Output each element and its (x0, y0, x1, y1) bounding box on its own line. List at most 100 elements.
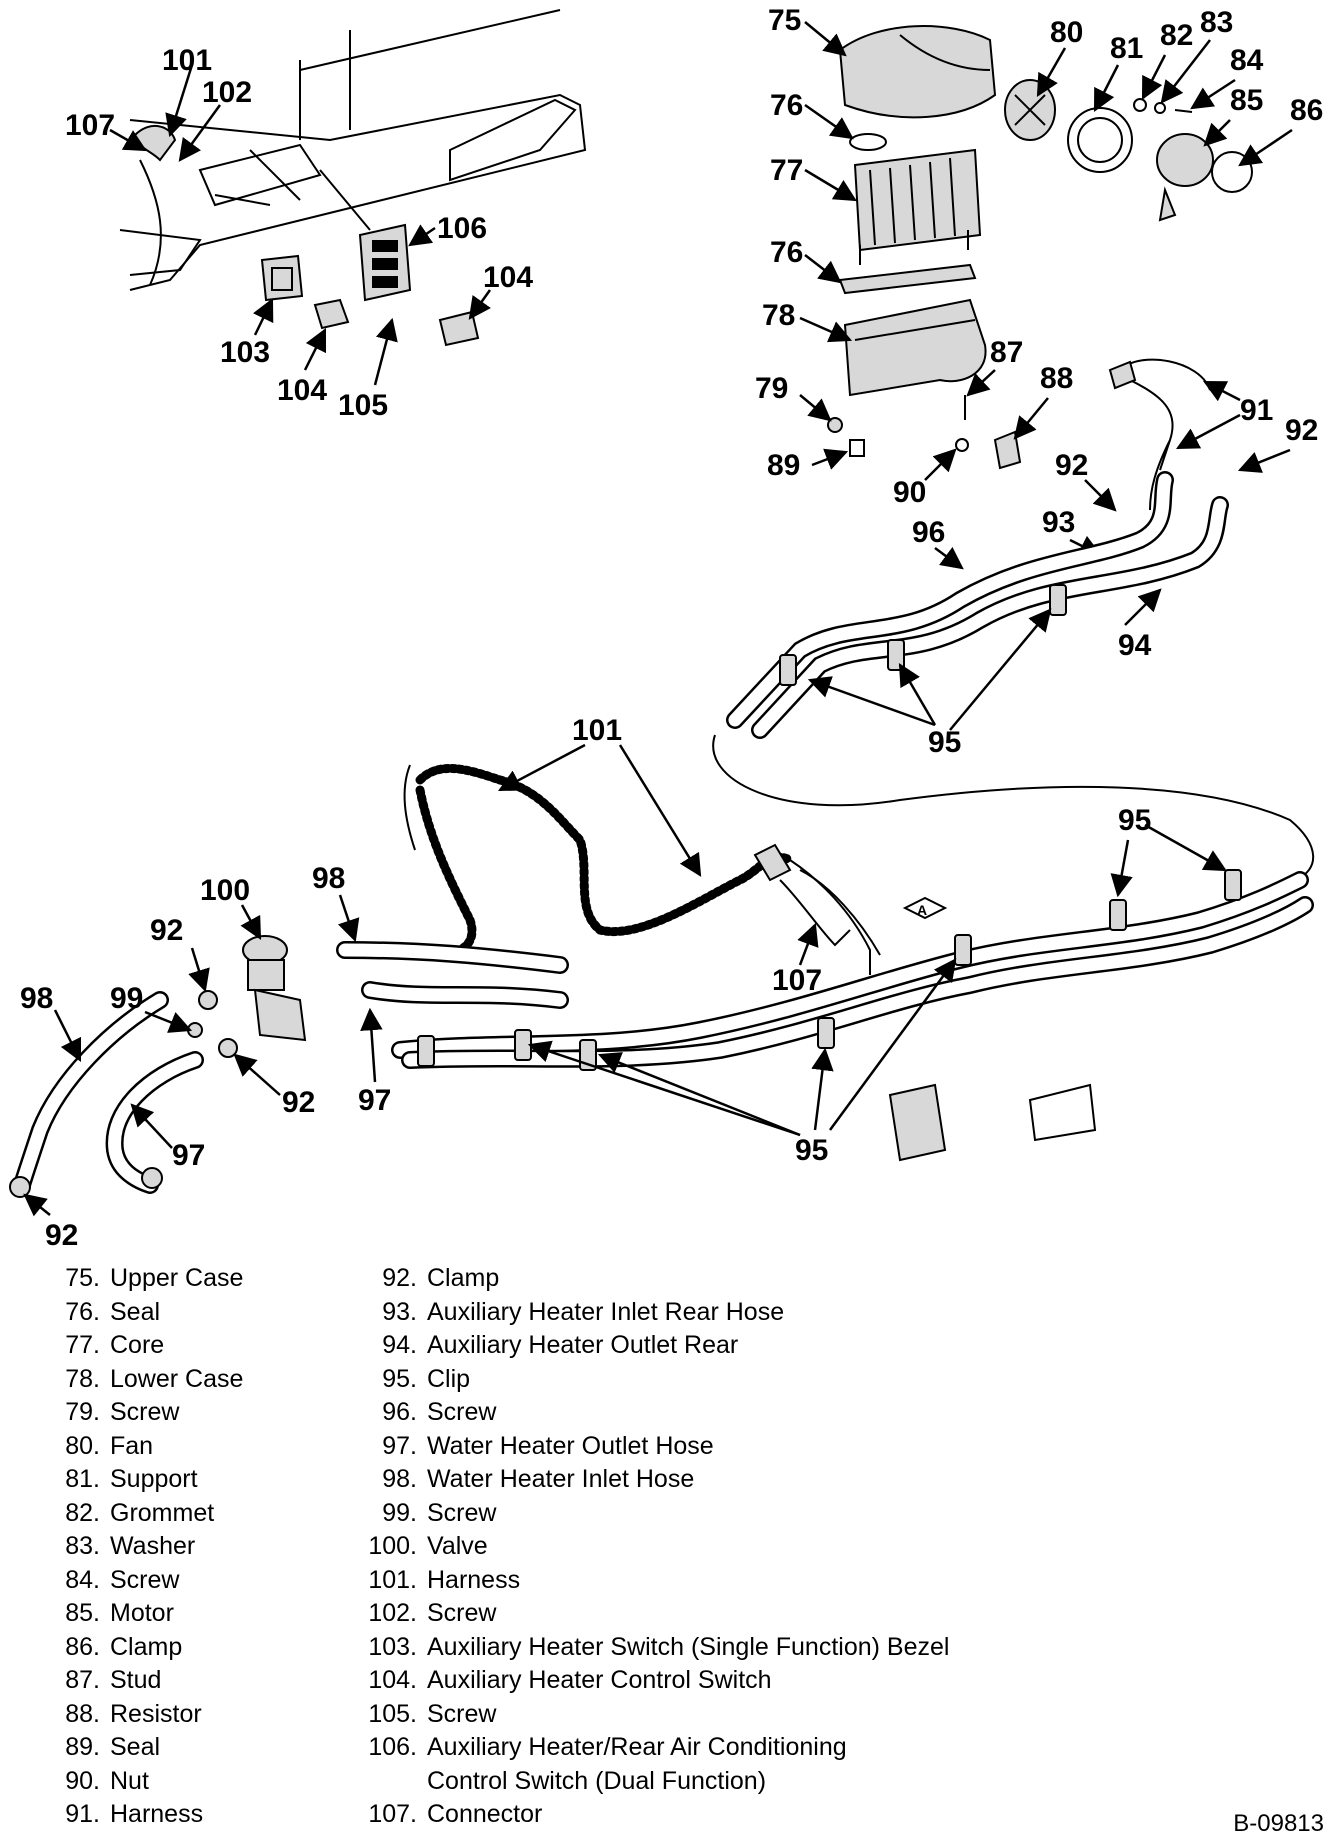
legend-item: 76.Seal (65, 1297, 161, 1326)
legend-item: 103.Auxiliary Heater Switch (Single Func… (368, 1632, 950, 1661)
legend-item: 82.Grommet (65, 1498, 215, 1527)
seal-upper (849, 133, 887, 151)
legend-item: 101.Harness (368, 1565, 521, 1594)
connector-front (753, 843, 851, 947)
clamp-97-end (141, 1167, 163, 1189)
callout-107-dash: 107 (65, 109, 115, 142)
screw-84 (1174, 109, 1193, 113)
clamp-86 (1211, 151, 1253, 193)
clip-row (417, 584, 1242, 1071)
callout-84: 84 (1230, 44, 1264, 77)
heater-core (853, 148, 982, 265)
legend-item: 93.Auxiliary Heater Inlet Rear Hose (382, 1297, 785, 1326)
clamp-far-left (9, 1176, 31, 1198)
lower-case (843, 298, 987, 397)
legend-item: 104.Auxiliary Heater Control Switch (368, 1666, 772, 1694)
callout-92-left-top: 92 (150, 914, 183, 947)
legend-item: 83.Washer (65, 1532, 196, 1560)
callout-93: 93 (1042, 506, 1075, 539)
grommet (1133, 98, 1147, 112)
callout-86: 86 (1290, 94, 1323, 127)
screw-79 (827, 417, 843, 433)
callout-92-top-mid: 92 (1055, 449, 1088, 482)
callout-104-right: 104 (483, 261, 533, 294)
legend-item: 90.Nut (65, 1766, 149, 1795)
callout-92-bottom: 92 (45, 1219, 78, 1250)
callout-88: 88 (1040, 362, 1073, 395)
exploded-parts-diagram: 101 102 107 103 104 105 106 104 (9, 4, 1323, 1250)
callout-77: 77 (770, 154, 803, 187)
left-hoses (13, 991, 204, 1194)
callout-105: 105 (338, 389, 388, 422)
callout-79: 79 (755, 372, 788, 405)
callout-98-left: 98 (20, 982, 53, 1015)
fan (1004, 79, 1056, 141)
callout-81: 81 (1110, 32, 1143, 65)
callout-89: 89 (767, 449, 800, 482)
continuation-line (712, 734, 1315, 881)
clamp-left-a (198, 990, 218, 1010)
callout-101-dash: 101 (162, 44, 212, 77)
legend-item: 81.Support (65, 1465, 198, 1493)
dual-function-switch (358, 223, 412, 302)
control-switch-left (313, 298, 350, 330)
harness-main (415, 763, 795, 959)
callout-95-bottom: 95 (795, 1134, 828, 1167)
support (1067, 107, 1133, 173)
callout-83: 83 (1200, 6, 1233, 39)
callout-92-top-right: 92 (1285, 414, 1318, 447)
legend-item: 87.Stud (65, 1666, 162, 1694)
callout-97-mid: 97 (358, 1084, 391, 1117)
legend-item: 100.Valve (368, 1532, 488, 1560)
connector-dash (133, 125, 177, 162)
clamp-left-b (218, 1038, 238, 1058)
legend-item: 98.Water Heater Inlet Hose (382, 1465, 695, 1493)
legend-item: 97.Water Heater Outlet Hose (382, 1431, 714, 1460)
control-switch-right (438, 310, 480, 347)
wire-a (403, 764, 416, 851)
callout-104-left: 104 (277, 374, 327, 407)
callout-92-left-mid: 92 (282, 1086, 315, 1119)
callout-80: 80 (1050, 16, 1083, 49)
legend-item: 107.Connector (368, 1800, 543, 1828)
seal-lower (838, 263, 977, 295)
callout-100: 100 (200, 874, 250, 907)
callout-94: 94 (1118, 629, 1152, 662)
legend-item: 79.Screw (65, 1398, 180, 1426)
callout-87: 87 (990, 336, 1023, 369)
nut-90 (955, 438, 969, 452)
wire-c (799, 869, 881, 956)
harness-91 (1108, 358, 1211, 511)
legend-item-continuation: Control Switch (Dual Function) (427, 1766, 767, 1795)
legend-item: 92.Clamp (382, 1264, 500, 1292)
callout-101-main: 101 (572, 714, 622, 747)
legend-item: 84.Screw (65, 1565, 180, 1594)
figure-id: B-09813 (1233, 1810, 1324, 1837)
view-a-marker: A (902, 896, 948, 920)
legend-item: 102.Screw (368, 1599, 497, 1627)
callout-75: 75 (768, 4, 801, 37)
callout-102: 102 (202, 76, 252, 109)
wire-b (789, 859, 871, 975)
legend-item: 88.Resistor (65, 1699, 202, 1728)
legend-item: 96.Screw (382, 1398, 497, 1426)
callout-91: 91 (1240, 394, 1273, 427)
legend-item: 99.Screw (382, 1498, 497, 1527)
rear-hoses-upper (726, 471, 1229, 739)
callout-76-top: 76 (770, 89, 803, 122)
resistor-block (888, 1083, 1097, 1162)
legend-item: 77.Core (65, 1331, 165, 1359)
callout-96: 96 (912, 516, 945, 549)
motor (1156, 133, 1214, 222)
resistor (993, 430, 1022, 470)
callout-97-left: 97 (172, 1139, 205, 1172)
legend-item: 75.Upper Case (65, 1264, 244, 1292)
callout-107-main: 107 (772, 964, 822, 997)
callout-76-bottom: 76 (770, 236, 803, 269)
washer (1154, 102, 1166, 114)
callout-98-mid: 98 (312, 862, 345, 895)
svg-text:A: A (917, 902, 927, 918)
callout-106: 106 (437, 212, 487, 245)
callout-95-right: 95 (1118, 804, 1151, 837)
legend-item: 105.Screw (368, 1699, 497, 1728)
